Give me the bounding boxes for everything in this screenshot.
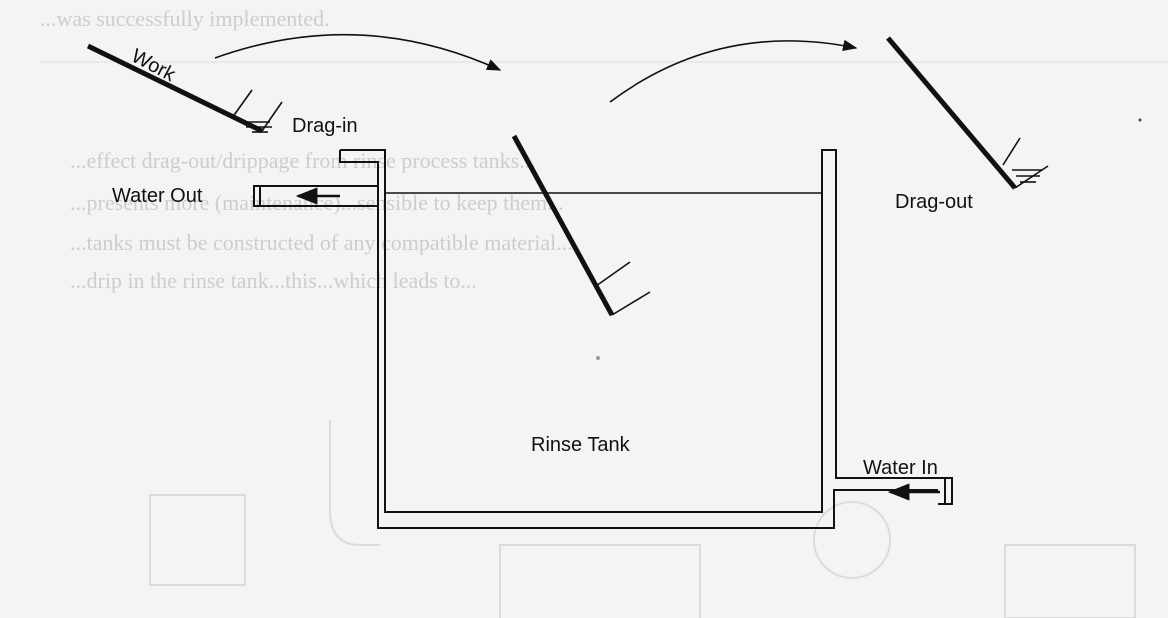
work-drag-out bbox=[886, 36, 1049, 190]
water-in-pipe bbox=[938, 477, 953, 505]
water-out-label: Water Out bbox=[112, 185, 203, 207]
work-piece: Work bbox=[86, 43, 283, 134]
motion-arrow-1 bbox=[214, 33, 502, 71]
bleed-line: ...effect drag-out/drippage from rinse p… bbox=[70, 148, 536, 173]
drag-out-droplet bbox=[1002, 137, 1049, 189]
bleed-line: ...tanks must be constructed of any comp… bbox=[70, 230, 573, 255]
scan-speck bbox=[1138, 118, 1142, 122]
bleed-through-text: ...was successfully implemented. ...effe… bbox=[40, 6, 1168, 618]
rinse-tank-label: Rinse Tank bbox=[531, 434, 631, 456]
water-in-label: Water In bbox=[863, 457, 938, 479]
work-in-tank bbox=[511, 134, 651, 317]
motion-arrow-2 bbox=[609, 39, 858, 103]
bleed-line: ...was successfully implemented. bbox=[40, 6, 330, 31]
scan-speck bbox=[596, 356, 600, 360]
water-out-pipe bbox=[253, 185, 378, 207]
rinse-tank bbox=[339, 149, 938, 529]
work-bar bbox=[86, 43, 264, 134]
drag-in-droplet bbox=[231, 89, 283, 133]
bleed-line: ...drip in the rinse tank...this...which… bbox=[70, 268, 477, 293]
drag-out-label: Drag-out bbox=[895, 191, 973, 213]
drag-in-label: Drag-in bbox=[292, 115, 358, 137]
